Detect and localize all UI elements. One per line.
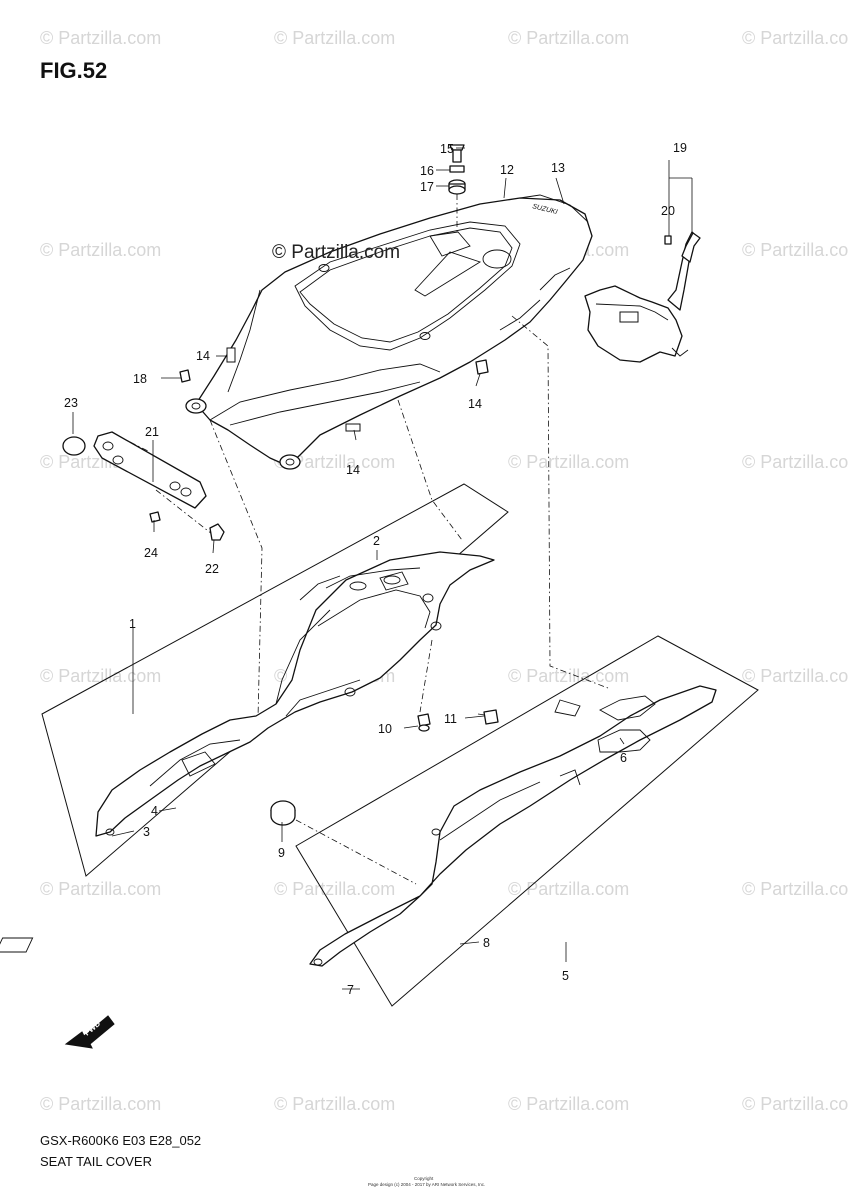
watermark: © Partzilla.com <box>274 879 395 899</box>
copyright-line-1: Copyright <box>414 1176 434 1181</box>
callout-5: 5 <box>562 969 569 983</box>
callout-18: 17 <box>420 180 434 194</box>
callout-3: 3 <box>143 825 150 839</box>
callout-13: 13 <box>551 161 565 175</box>
screws <box>417 709 499 732</box>
figure-title: SEAT TAIL COVER <box>40 1154 152 1169</box>
callout-9: 9 <box>278 846 285 860</box>
damper-pad <box>226 347 236 363</box>
model-code: GSX-R600K6 E03 E28_052 <box>40 1133 201 1148</box>
callout-12: 12 <box>500 163 514 177</box>
watermark: © Partzilla.com <box>40 666 161 686</box>
tail-bracket-part <box>584 231 701 363</box>
watermark: © Partzilla.com <box>742 240 849 260</box>
callout-25: 24 <box>144 546 158 560</box>
callout-14-upper: 14 <box>196 349 210 363</box>
callout-11: 11 <box>444 712 457 726</box>
callout-16: 15 <box>440 142 454 156</box>
watermark: © Partzilla.com <box>742 1094 849 1114</box>
tail-lamp-parts <box>62 359 489 541</box>
watermark: © Partzilla.com <box>508 1094 629 1114</box>
group-frame <box>41 483 509 877</box>
callout-1: 1 <box>129 617 136 631</box>
leader-lines <box>72 147 693 990</box>
watermark: © Partzilla.com <box>742 28 849 48</box>
seat-tail-cover-outline <box>195 197 593 467</box>
group-frame <box>295 635 759 1007</box>
watermark: © Partzilla.com <box>742 879 849 899</box>
watermark: © Partzilla.com <box>742 666 849 686</box>
callout-17: 16 <box>420 164 434 178</box>
pad <box>0 937 34 953</box>
watermark: © Partzilla.com <box>274 1094 395 1114</box>
callout-6: 6 <box>620 751 627 765</box>
figure-number: FIG.52 <box>40 58 107 83</box>
watermark: © Partzilla.com <box>40 240 161 260</box>
callout-10: 10 <box>378 722 392 736</box>
callout-7: 7 <box>347 983 354 997</box>
watermark: © Partzilla.com <box>742 452 849 472</box>
watermark-center: © Partzilla.com <box>272 242 400 263</box>
callout-19: 18 <box>133 372 147 386</box>
copyright-line-2: Page design (c) 2004 - 2017 by ARI Netwo… <box>368 1182 485 1187</box>
seat-tail-cover-part: SUZUKI <box>185 194 593 470</box>
watermark: © Partzilla.com <box>40 28 161 48</box>
seat-opening <box>294 221 521 351</box>
watermark: © Partzilla.com <box>40 1094 161 1114</box>
watermark: © Partzilla.com <box>274 452 395 472</box>
callout-2: 2 <box>373 534 380 548</box>
right-tail-cover-part <box>0 635 759 1007</box>
watermark: © Partzilla.com <box>508 28 629 48</box>
watermark: © Partzilla.com <box>508 666 629 686</box>
callout-20: 19 <box>673 141 687 155</box>
callout-15: 14 <box>468 397 482 411</box>
callout-8: 8 <box>483 936 490 950</box>
left-tail-cover-part <box>41 483 509 877</box>
fwd-arrow-icon: FWD <box>64 1015 115 1049</box>
watermark: © Partzilla.com <box>40 879 161 899</box>
rubber-grommet <box>270 800 296 826</box>
watermark: © Partzilla.com <box>508 452 629 472</box>
callout-labels: 15 16 17 12 13 19 20 14 18 14 14 23 21 2… <box>64 141 687 997</box>
callout-14-lower: 14 <box>346 463 360 477</box>
fastener-stack <box>448 144 466 232</box>
watermark: © Partzilla.com <box>508 879 629 899</box>
callout-22: 21 <box>145 425 159 439</box>
damper-pad <box>345 423 361 432</box>
callout-21: 20 <box>661 204 675 218</box>
callout-23: 22 <box>205 562 219 576</box>
callout-4: 4 <box>151 804 158 818</box>
watermark: © Partzilla.com <box>274 28 395 48</box>
callout-24: 23 <box>64 396 78 410</box>
